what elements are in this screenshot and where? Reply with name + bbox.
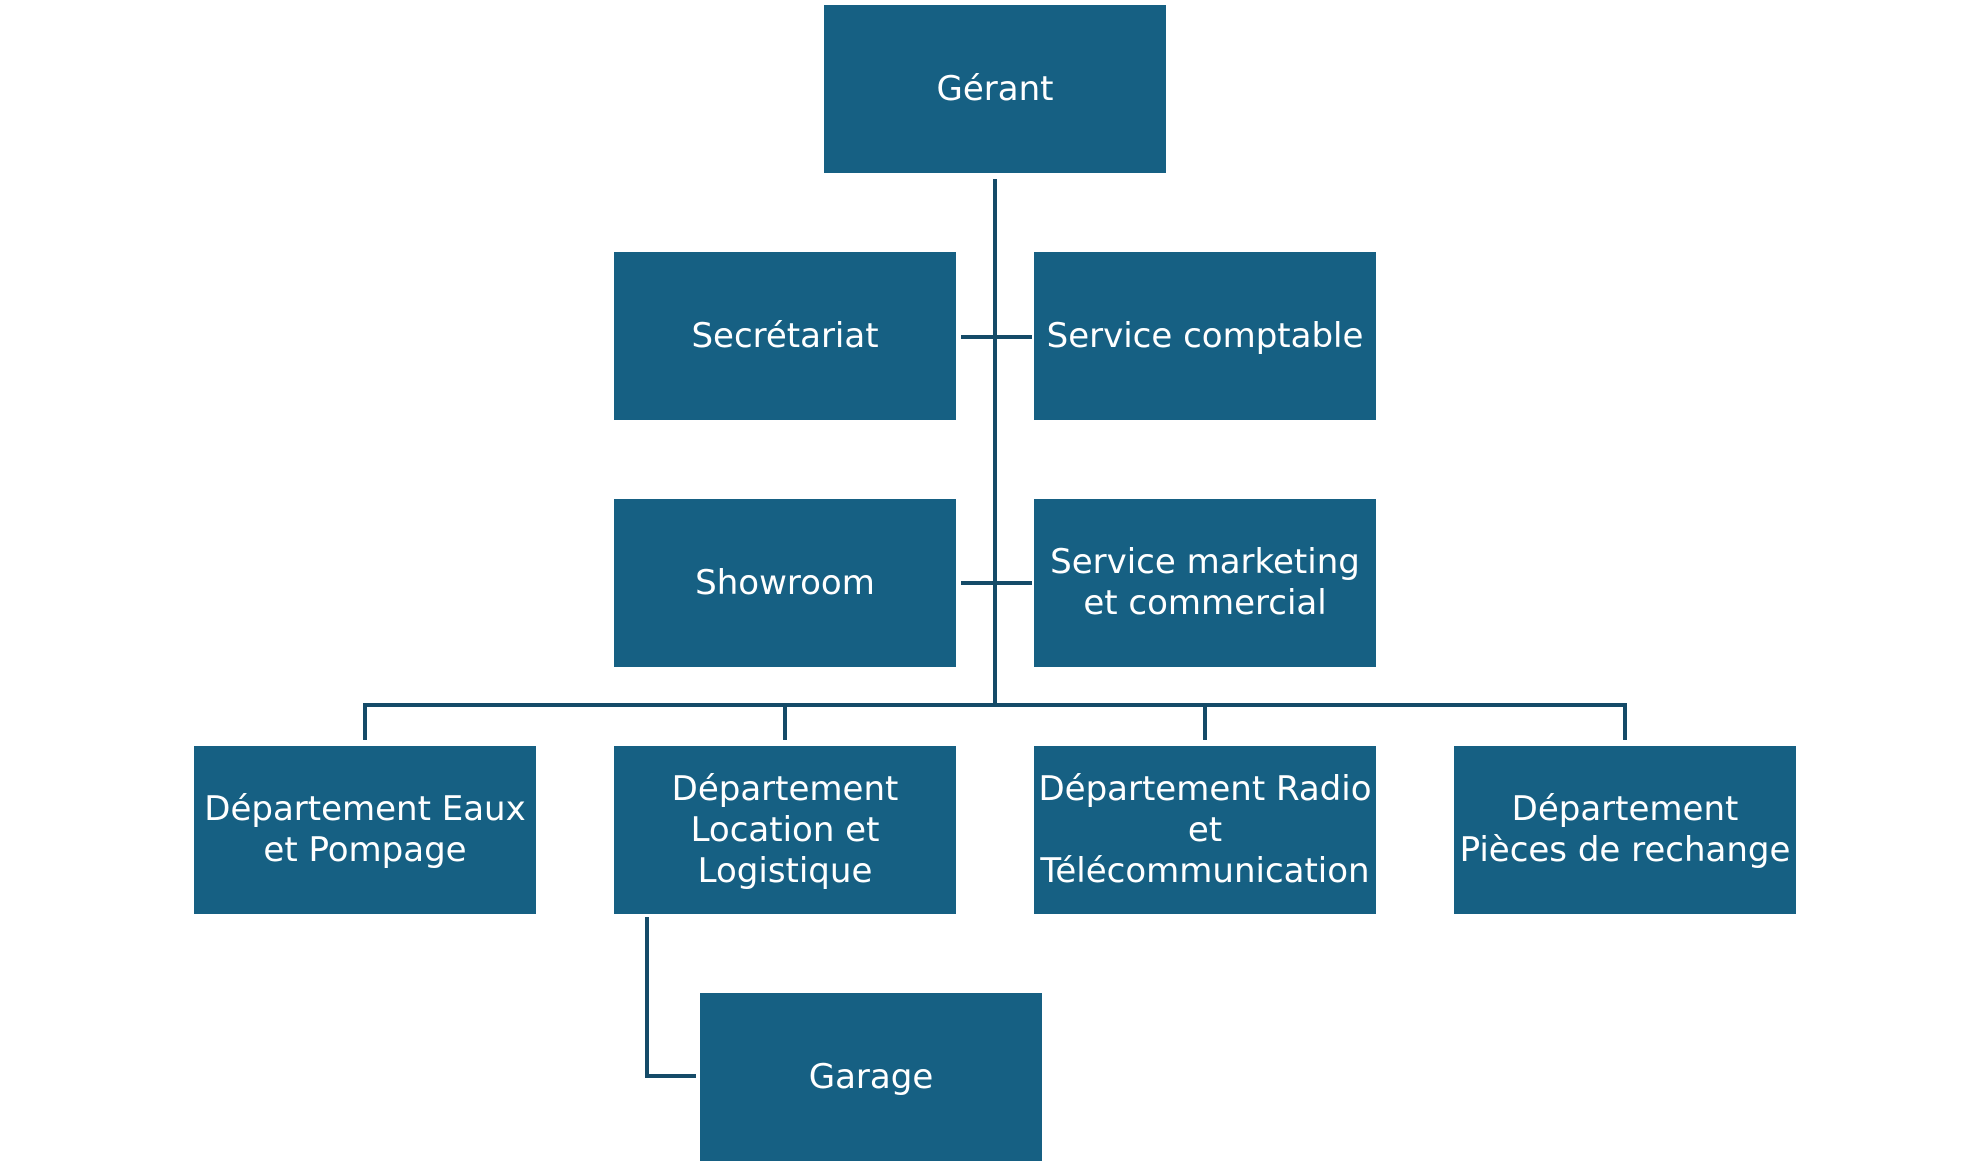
node-dept-location: Département Location et Logistique [614, 746, 956, 914]
node-showroom: Showroom [614, 499, 956, 667]
node-dept-radio: Département Radio et Télécommunication [1034, 746, 1376, 914]
node-service-marketing: Service marketing et commercial [1034, 499, 1376, 667]
node-gerant: Gérant [824, 5, 1166, 173]
node-secretariat: Secrétariat [614, 252, 956, 420]
node-dept-pieces: Département Pièces de rechange [1454, 746, 1796, 914]
node-service-comptable: Service comptable [1034, 252, 1376, 420]
connector-garage [645, 917, 696, 1078]
node-garage: Garage [700, 993, 1042, 1161]
node-dept-eaux: Département Eaux et Pompage [194, 746, 536, 914]
